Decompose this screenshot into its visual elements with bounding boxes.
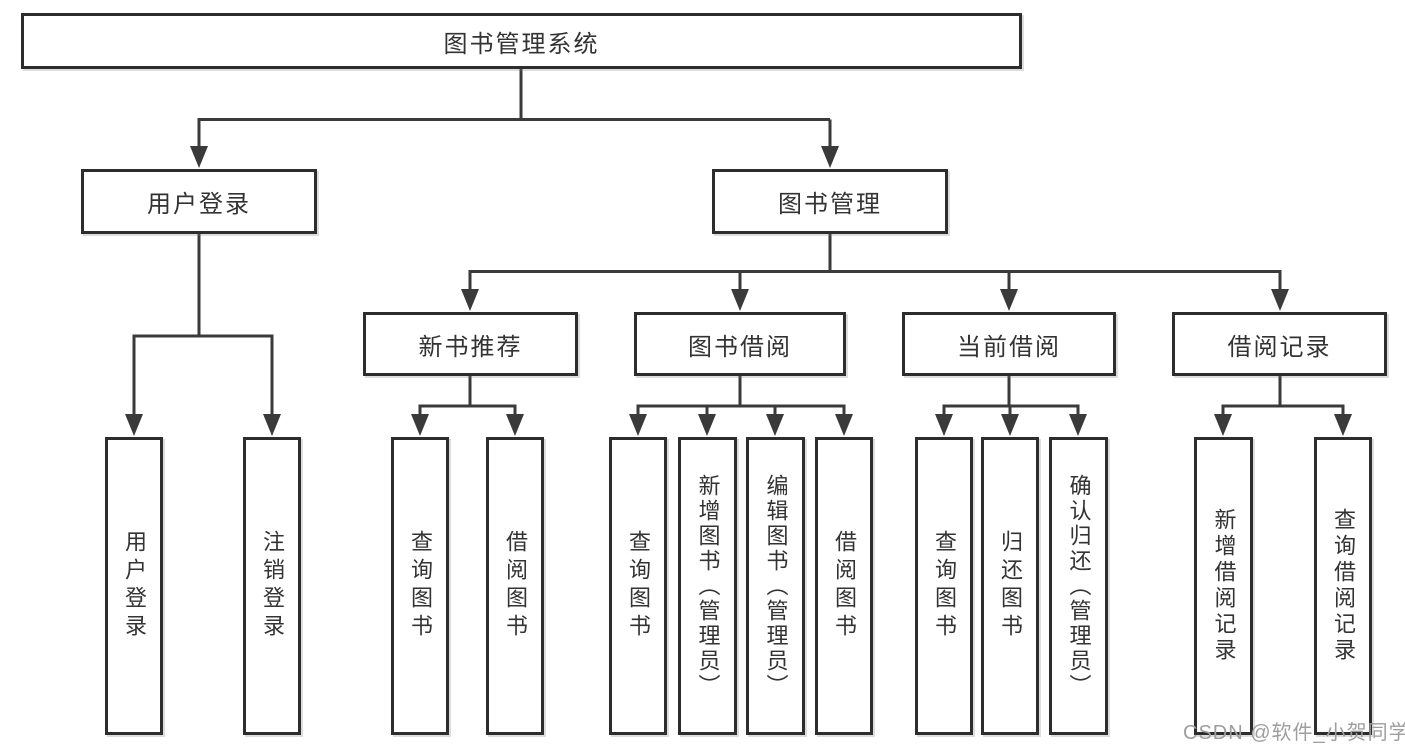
leaf-query-borrow-record: 查询借阅记录 — [1314, 437, 1372, 735]
csdn-watermark: CSDN @软件_小贺同学 — [1183, 722, 1405, 744]
arrowhead — [731, 289, 749, 311]
arrowhead — [1000, 289, 1018, 311]
node-user-login: 用户登录 — [81, 169, 317, 234]
arrowhead — [698, 414, 716, 436]
arrowhead — [1334, 414, 1352, 436]
connector-new-book-rec-to-leaves — [418, 376, 517, 416]
arrowhead — [461, 289, 479, 311]
arrowhead — [190, 146, 208, 168]
leaf-bb-edit-book-admin: 编辑图书（管理员） — [746, 437, 805, 735]
leaf-bb-query-books: 查询图书 — [609, 437, 667, 735]
node-current-borrowing: 当前借阅 — [902, 312, 1116, 376]
leaf-bb-borrow-books: 借阅图书 — [815, 437, 873, 735]
connector-borrow-records-to-leaves — [1221, 376, 1345, 416]
leaf-cb-return-books: 归还图书 — [981, 437, 1039, 735]
leaf-nbr-borrow-books: 借阅图书 — [486, 437, 544, 735]
connector-user-login-to-leaves — [132, 234, 274, 416]
arrowhead — [821, 146, 839, 168]
node-book-management: 图书管理 — [712, 169, 948, 234]
arrowhead — [1271, 289, 1289, 311]
arrowhead — [766, 414, 784, 436]
connector-book-mgmt-to-groups — [468, 234, 1282, 292]
arrowhead — [835, 414, 853, 436]
leaf-bb-add-book-admin: 新增图书（管理员） — [678, 437, 737, 735]
node-new-book-recommend: 新书推荐 — [363, 312, 578, 376]
arrowhead — [125, 414, 143, 436]
arrowhead — [263, 414, 281, 436]
leaf-logout: 注销登录 — [243, 437, 301, 735]
leaf-cb-confirm-return-admin: 确认归还（管理员） — [1049, 437, 1108, 735]
node-library-management-system: 图书管理系统 — [21, 13, 1022, 69]
leaf-cb-query-books: 查询图书 — [915, 437, 973, 735]
node-book-borrowing: 图书借阅 — [634, 312, 846, 376]
connector-root-to-level1 — [197, 69, 832, 149]
leaf-add-borrow-record: 新增借阅记录 — [1194, 437, 1253, 735]
leaf-nbr-query-books: 查询图书 — [391, 437, 449, 735]
arrowhead — [1069, 414, 1087, 436]
arrowhead — [1001, 414, 1019, 436]
connector-book-borrow-to-leaves — [636, 376, 846, 416]
leaf-user-login: 用户登录 — [105, 437, 163, 735]
arrowhead — [1214, 414, 1232, 436]
arrowhead — [506, 414, 524, 436]
arrowhead — [629, 414, 647, 436]
connector-current-borrow-to-leaves — [942, 376, 1080, 416]
node-borrowing-records: 借阅记录 — [1172, 312, 1387, 376]
arrowhead — [411, 414, 429, 436]
arrowhead — [935, 414, 953, 436]
